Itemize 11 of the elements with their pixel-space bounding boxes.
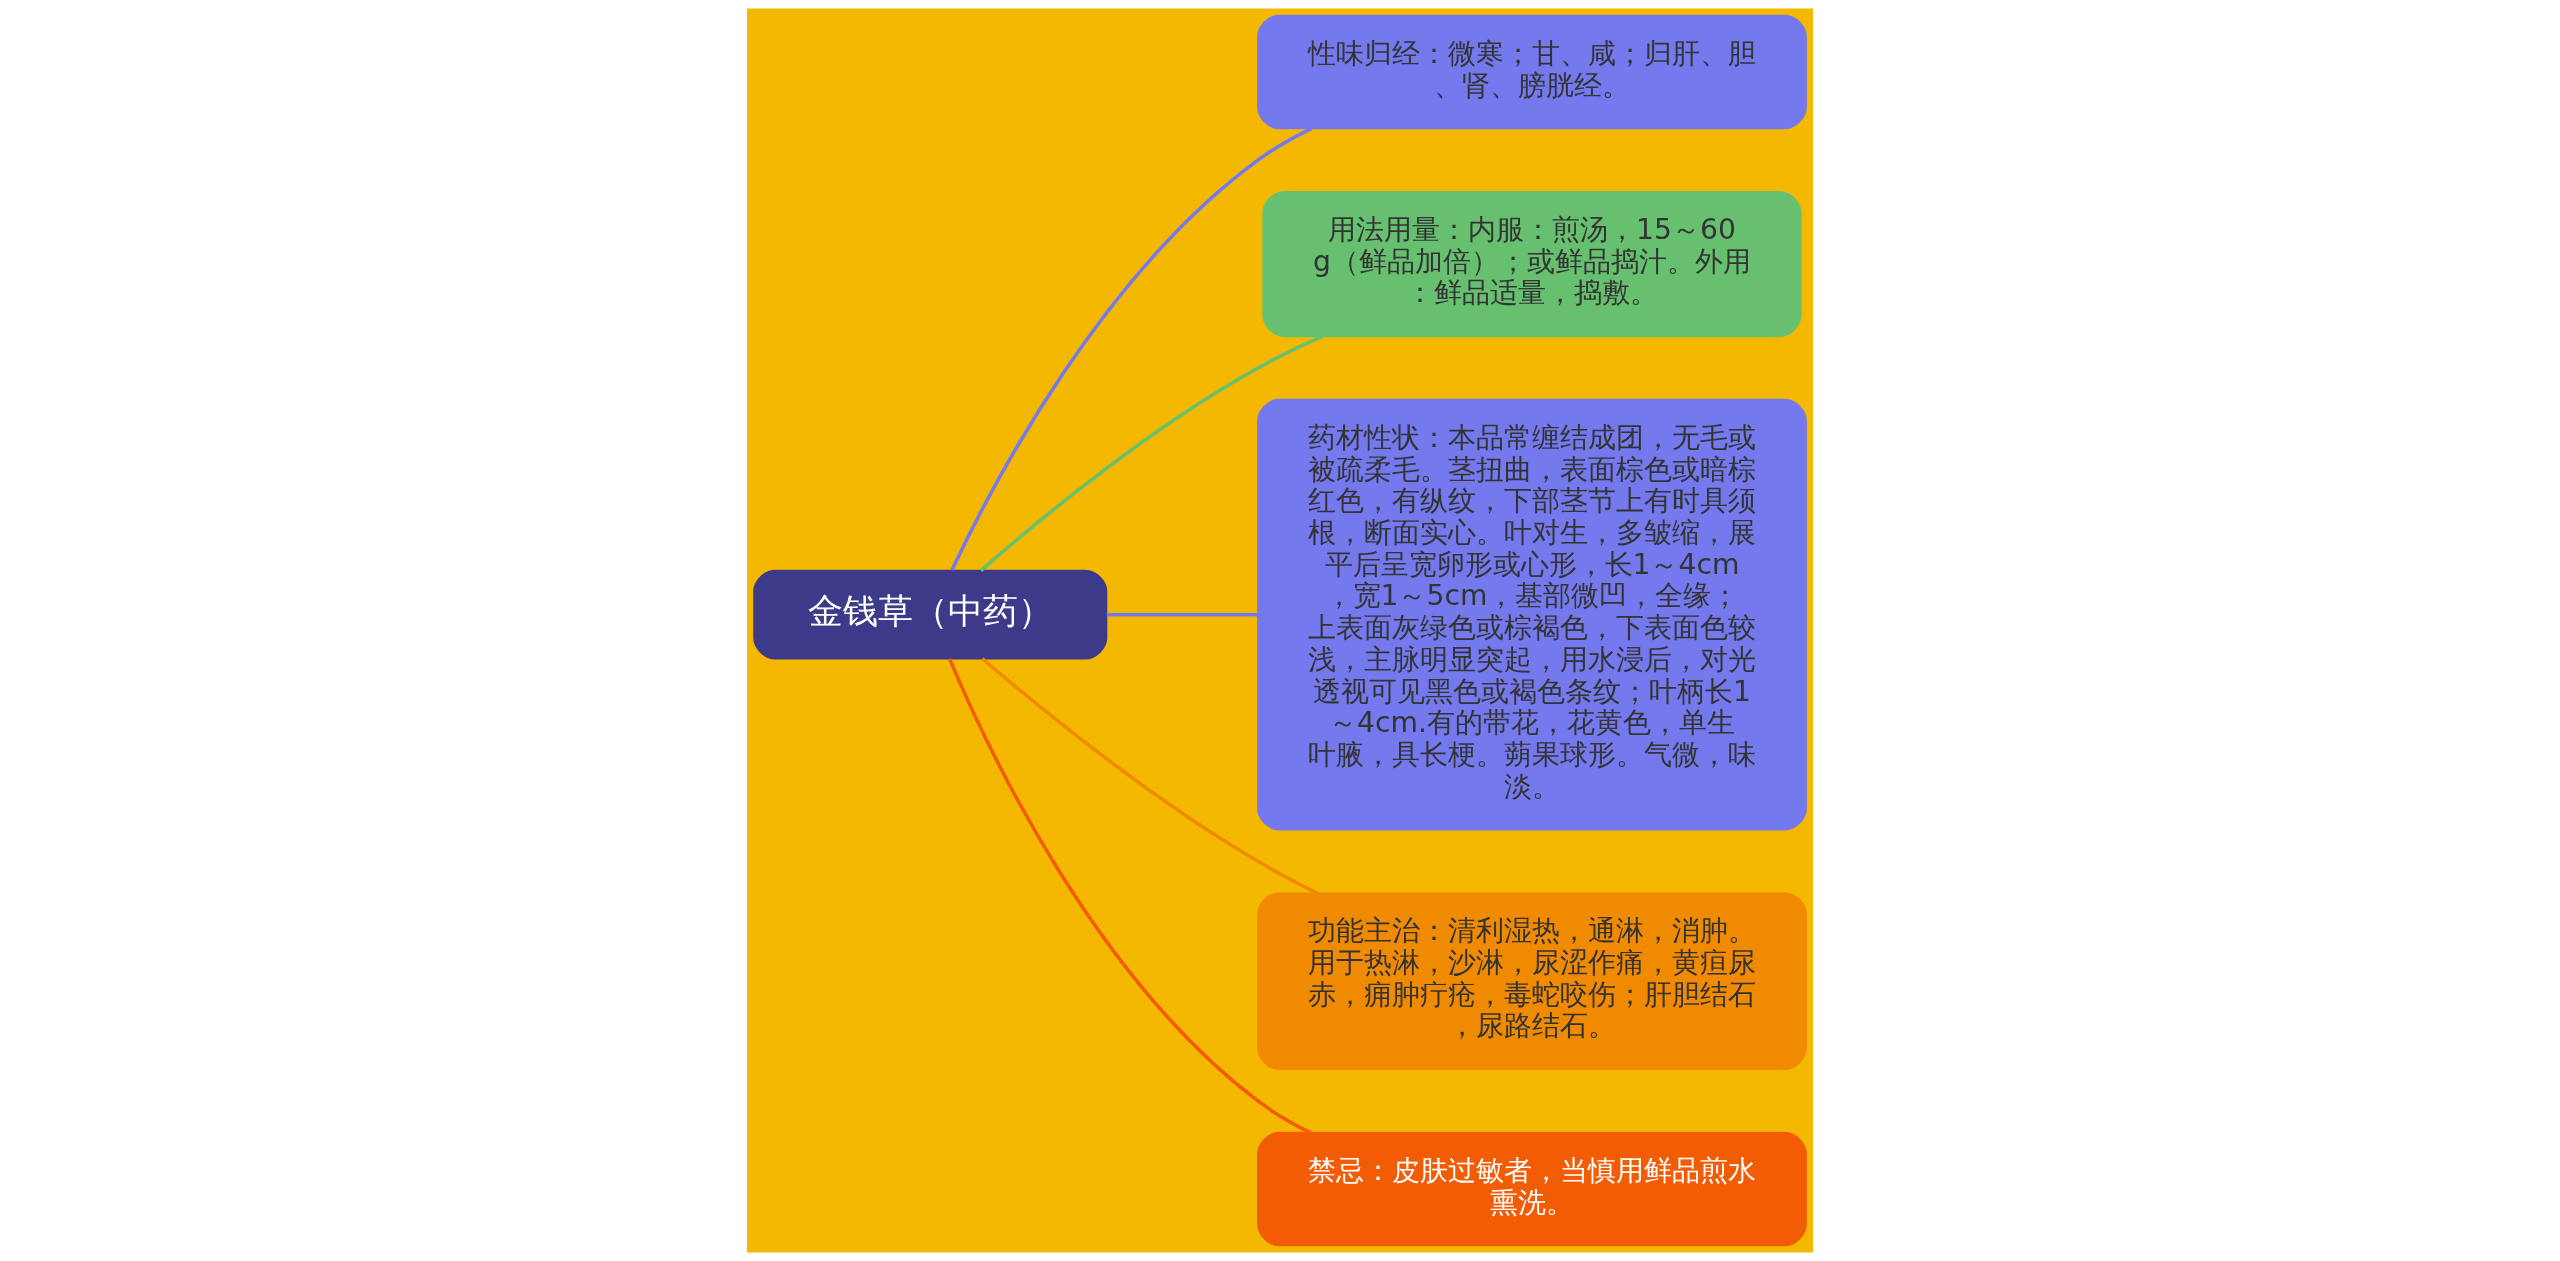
node-box: 禁忌：皮肤过敏者，当慎用鲜品煎水熏洗。 <box>1257 1131 1807 1247</box>
connector <box>1106 612 1258 617</box>
node-box: 药材性状：本品常缠结成团，无毛或被疏柔毛。茎扭曲，表面棕色或暗棕红色，有纵纹，下部茎节上有时具须根，断面实心。叶对生，多皱缩，展平后呈宽卵形或心形，长1～4cm，宽1～5cm，基部微凹，全缘；上表面灰绿色或棕褐色，下表面色较浅，主脉明显突起，用水浸后，对光透视可见黑色或褐色条纹；叶柄长1～4cm.有的带花，花黄色，单生叶腋，具长梗。蒴果球形。气微，味淡。 <box>1257 398 1807 831</box>
node-box: 功能主治：清利湿热，通淋，消肿。用于热淋，沙淋，尿涩作痛，黄疸尿赤，痈肿疔疮，毒蛇咬伤；肝胆结石，尿路结石。 <box>1257 892 1807 1071</box>
connector <box>950 127 1313 571</box>
node-box: 金钱草（中药） <box>753 569 1108 660</box>
connector <box>979 334 1323 572</box>
connector <box>981 657 1318 895</box>
connector <box>947 658 1312 1135</box>
node-box: 用法用量：内服：煎汤，15～60g（鲜品加倍）；或鲜品捣汁。外用：鲜品适量，捣敷。 <box>1262 190 1802 338</box>
node-box: 性味归经：微寒；甘、咸；归肝、胆、肾、膀胱经。 <box>1257 14 1807 130</box>
